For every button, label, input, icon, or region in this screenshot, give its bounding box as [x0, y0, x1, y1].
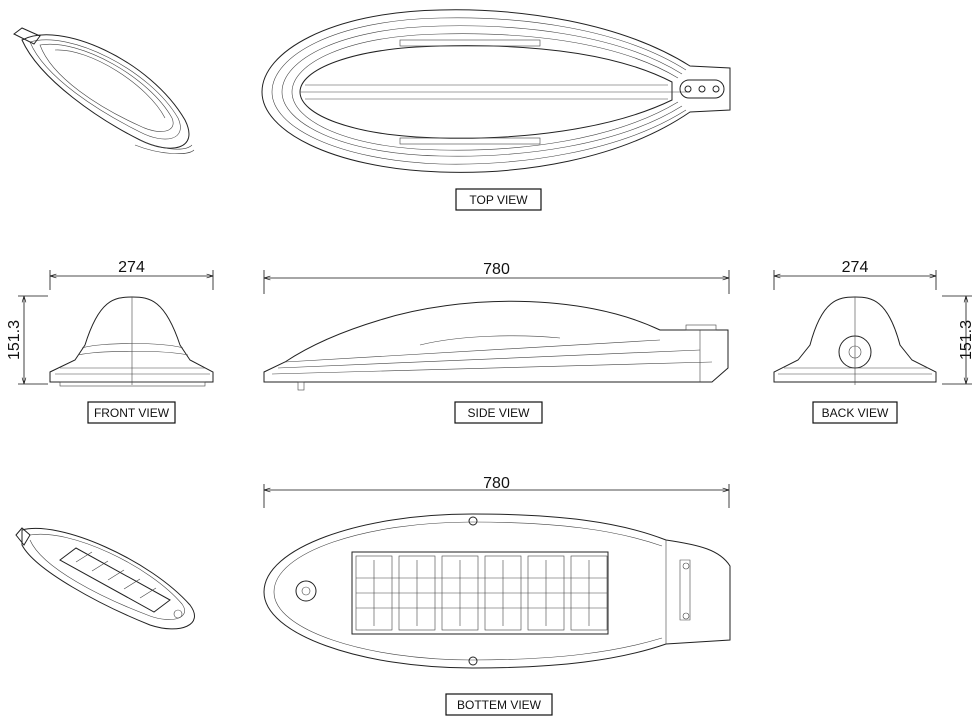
- front-width-dimension: 274: [49, 259, 214, 290]
- bottom-length-value: 780: [483, 475, 510, 492]
- isometric-bottom-view: [15, 527, 195, 630]
- back-height-value: 151.3: [958, 320, 975, 360]
- bottom-view-label-text: BOTTEM VIEW: [457, 698, 542, 712]
- back-view-drawing: [773, 296, 937, 385]
- bottom-length-dimension: 780: [263, 475, 730, 508]
- front-view-label: FRONT VIEW: [87, 401, 176, 424]
- led-module-array: [351, 551, 609, 635]
- back-view-label: BACK VIEW: [812, 401, 898, 424]
- top-view-label: TOP VIEW: [455, 188, 542, 211]
- isometric-led-array: [59, 547, 171, 613]
- front-height-dimension: 151.3: [6, 295, 48, 385]
- back-height-dimension: 151.3: [942, 295, 975, 385]
- front-height-value: 151.3: [6, 320, 23, 360]
- bottom-view-label: BOTTEM VIEW: [445, 693, 553, 716]
- top-view-label-text: TOP VIEW: [469, 193, 528, 207]
- front-view-drawing: [49, 296, 214, 387]
- side-view-drawing: [263, 300, 729, 391]
- back-view-label-text: BACK VIEW: [822, 406, 889, 420]
- isometric-top-view: [13, 27, 195, 154]
- front-view-label-text: FRONT VIEW: [94, 406, 170, 420]
- side-view-label: SIDE VIEW: [454, 401, 543, 424]
- side-length-dimension: 780: [263, 261, 730, 294]
- back-width-dimension: 274: [773, 259, 937, 290]
- front-width-value: 274: [118, 259, 145, 276]
- side-view-label-text: SIDE VIEW: [467, 406, 530, 420]
- bottom-view-drawing: [263, 513, 731, 669]
- side-length-value: 780: [483, 261, 510, 278]
- top-view-drawing: [261, 9, 731, 173]
- back-width-value: 274: [842, 259, 869, 276]
